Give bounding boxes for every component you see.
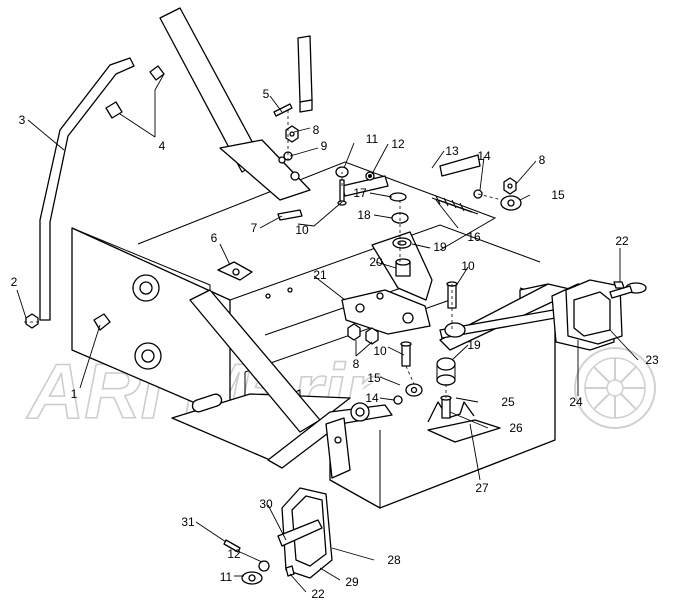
bushing-19b xyxy=(436,357,456,386)
callout-14b: 14 xyxy=(365,391,379,405)
eyebolt-11b xyxy=(241,571,263,585)
callout-2: 2 xyxy=(11,275,18,289)
callout-6: 6 xyxy=(211,231,218,245)
callout-8a: 8 xyxy=(313,123,320,137)
callout-12a: 12 xyxy=(391,137,405,151)
callout-11b: 11 xyxy=(220,570,233,584)
washer-17 xyxy=(389,192,407,202)
callout-19a: 19 xyxy=(433,240,447,254)
spacer-20 xyxy=(395,258,411,277)
callout-15b: 15 xyxy=(367,371,381,385)
nut-8b xyxy=(503,177,517,195)
bolt-10c xyxy=(400,341,412,367)
callout-24: 24 xyxy=(569,395,583,409)
callout-10c: 10 xyxy=(373,344,387,358)
watermark-wheel-icon xyxy=(574,347,656,429)
callout-27: 27 xyxy=(475,481,489,495)
callout-3: 3 xyxy=(19,113,26,127)
callout-28: 28 xyxy=(387,553,401,567)
callout-20: 20 xyxy=(369,255,383,269)
callout-30: 30 xyxy=(259,497,273,511)
callout-25: 25 xyxy=(501,395,515,409)
bolt-5 xyxy=(273,103,293,117)
callout-10b: 10 xyxy=(461,259,475,273)
callout-1: 1 xyxy=(71,387,78,401)
leader-lines xyxy=(16,73,639,593)
callout-15a: 15 xyxy=(551,188,565,202)
bolt-10a xyxy=(337,179,347,206)
bolt-22a xyxy=(613,281,625,289)
callout-18: 18 xyxy=(357,208,371,222)
callout-7: 7 xyxy=(251,221,258,235)
callout-10a: 10 xyxy=(295,223,309,237)
bolt-26 xyxy=(440,395,452,419)
callout-14a: 14 xyxy=(477,149,491,163)
callout-11a: 11 xyxy=(366,132,379,146)
bolt-22b xyxy=(285,565,295,577)
callouts: 1 2 3 4 5 6 7 8 8 8 9 10 10 10 11 11 12 … xyxy=(11,87,659,601)
callout-23: 23 xyxy=(645,353,659,367)
callout-17: 17 xyxy=(353,186,367,200)
bolt-31 xyxy=(223,539,241,553)
callout-31: 31 xyxy=(181,515,195,529)
callout-21: 21 xyxy=(313,268,327,282)
callout-22b: 22 xyxy=(311,587,325,601)
nut-14b xyxy=(393,395,403,405)
callout-5: 5 xyxy=(263,87,270,101)
bolt-7 xyxy=(277,209,303,221)
nut-12b xyxy=(258,560,270,572)
callout-29: 29 xyxy=(345,575,359,589)
bellcrank-plate xyxy=(341,231,433,335)
bushing-19a xyxy=(392,237,412,249)
nut-2 xyxy=(25,313,39,329)
assembly-lines xyxy=(24,110,503,398)
right-bracket-plates xyxy=(551,279,647,351)
nut-8c-left xyxy=(347,323,361,341)
callout-8c: 8 xyxy=(353,357,360,371)
callout-9: 9 xyxy=(321,139,328,153)
callout-16: 16 xyxy=(467,230,481,244)
callout-12b: 12 xyxy=(227,547,241,561)
steering-column xyxy=(159,7,313,201)
hardware xyxy=(25,103,625,585)
callout-19b: 19 xyxy=(467,338,481,352)
bolt-6 xyxy=(217,261,253,281)
nut-8a xyxy=(285,125,299,143)
callout-8b: 8 xyxy=(539,153,546,167)
bolt-1 xyxy=(93,313,111,331)
callout-4: 4 xyxy=(159,139,166,153)
nut-8c-right xyxy=(365,327,379,345)
callout-26: 26 xyxy=(509,421,523,435)
rod-end-15 xyxy=(405,383,423,397)
lower-bracket xyxy=(277,401,475,579)
callout-13: 13 xyxy=(445,144,459,158)
callout-22a: 22 xyxy=(615,234,629,248)
